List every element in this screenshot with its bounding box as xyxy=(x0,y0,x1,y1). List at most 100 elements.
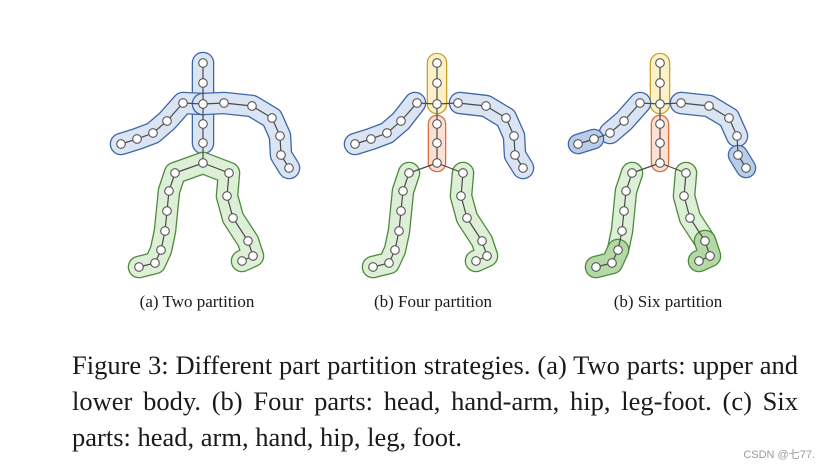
joint-node xyxy=(462,213,472,223)
joint-node xyxy=(368,262,378,272)
joint-node xyxy=(655,78,665,88)
joint-node xyxy=(685,213,695,223)
joint-node xyxy=(700,236,710,246)
joint-node xyxy=(605,128,615,138)
joint-node xyxy=(518,163,528,173)
joint-node xyxy=(432,58,442,68)
joint-node xyxy=(198,138,208,148)
joint-node xyxy=(694,256,704,266)
joint-node xyxy=(284,163,294,173)
joint-node xyxy=(366,134,376,144)
joint-node xyxy=(510,150,520,160)
joint-node xyxy=(655,99,665,109)
left-hand-arm-fill xyxy=(345,93,425,154)
joint-node xyxy=(676,98,686,108)
joint-node xyxy=(456,191,466,201)
joint-node xyxy=(198,78,208,88)
joint-node xyxy=(607,258,617,268)
joint-node xyxy=(655,138,665,148)
joint-node xyxy=(621,186,631,196)
joint-node xyxy=(396,116,406,126)
joint-node xyxy=(134,262,144,272)
joint-node xyxy=(267,113,277,123)
joint-node xyxy=(655,58,665,68)
joint-node xyxy=(404,168,414,178)
joint-node xyxy=(162,206,172,216)
joint-node xyxy=(247,101,257,111)
joint-node xyxy=(705,251,715,261)
joint-node xyxy=(276,150,286,160)
joint-node xyxy=(655,119,665,129)
joint-node xyxy=(655,158,665,168)
panel-four-partition xyxy=(343,52,535,279)
watermark: CSDN @七77. xyxy=(743,449,815,461)
joint-node xyxy=(627,168,637,178)
joint-node xyxy=(573,139,583,149)
joint-node xyxy=(116,139,126,149)
joint-node xyxy=(198,119,208,129)
joint-node xyxy=(732,131,742,141)
panel-six-partition xyxy=(567,52,757,279)
joint-node xyxy=(453,98,463,108)
joint-node xyxy=(198,99,208,109)
joint-node xyxy=(681,168,691,178)
joint-node xyxy=(741,163,751,173)
joint-node xyxy=(275,131,285,141)
joint-node xyxy=(148,128,158,138)
joint-node xyxy=(398,186,408,196)
joint-node xyxy=(635,98,645,108)
joint-node xyxy=(228,213,238,223)
joint-node xyxy=(613,245,623,255)
joint-node xyxy=(412,98,422,108)
joint-node xyxy=(132,134,142,144)
joint-node xyxy=(432,78,442,88)
joint-node xyxy=(178,98,188,108)
joint-node xyxy=(150,258,160,268)
joint-node xyxy=(619,116,629,126)
joint-node xyxy=(243,236,253,246)
joint-node xyxy=(481,101,491,111)
joint-node xyxy=(477,236,487,246)
joint-node xyxy=(164,186,174,196)
subcaption-a: (a) Two partition xyxy=(139,292,255,311)
joint-node xyxy=(198,58,208,68)
joint-node xyxy=(589,134,599,144)
subcaption-c: (b) Six partition xyxy=(613,292,723,311)
joint-node xyxy=(382,128,392,138)
joint-node xyxy=(394,226,404,236)
joint-node xyxy=(432,119,442,129)
joint-node xyxy=(617,226,627,236)
figure-skeletons xyxy=(109,51,757,279)
joint-node xyxy=(248,251,258,261)
joint-node xyxy=(432,99,442,109)
joint-node xyxy=(501,113,511,123)
joint-node xyxy=(384,258,394,268)
joint-node xyxy=(619,206,629,216)
joint-node xyxy=(224,168,234,178)
joint-node xyxy=(704,101,714,111)
joint-node xyxy=(432,138,442,148)
joint-node xyxy=(432,158,442,168)
joint-node xyxy=(591,262,601,272)
joint-node xyxy=(222,191,232,201)
joint-node xyxy=(219,98,229,108)
joint-node xyxy=(237,256,247,266)
joint-node xyxy=(679,191,689,201)
joint-node xyxy=(458,168,468,178)
joint-node xyxy=(733,150,743,160)
joint-node xyxy=(396,206,406,216)
joint-node xyxy=(471,256,481,266)
joint-node xyxy=(482,251,492,261)
panel-two-partition xyxy=(109,51,301,279)
joint-node xyxy=(162,116,172,126)
joint-node xyxy=(509,131,519,141)
joint-node xyxy=(156,245,166,255)
joint-node xyxy=(198,158,208,168)
joint-node xyxy=(390,245,400,255)
figure-caption: Figure 3: Different part partition strat… xyxy=(72,350,798,452)
joint-node xyxy=(350,139,360,149)
joint-node xyxy=(160,226,170,236)
joint-node xyxy=(724,113,734,123)
joint-node xyxy=(170,168,180,178)
subcaption-b: (b) Four partition xyxy=(373,292,493,311)
